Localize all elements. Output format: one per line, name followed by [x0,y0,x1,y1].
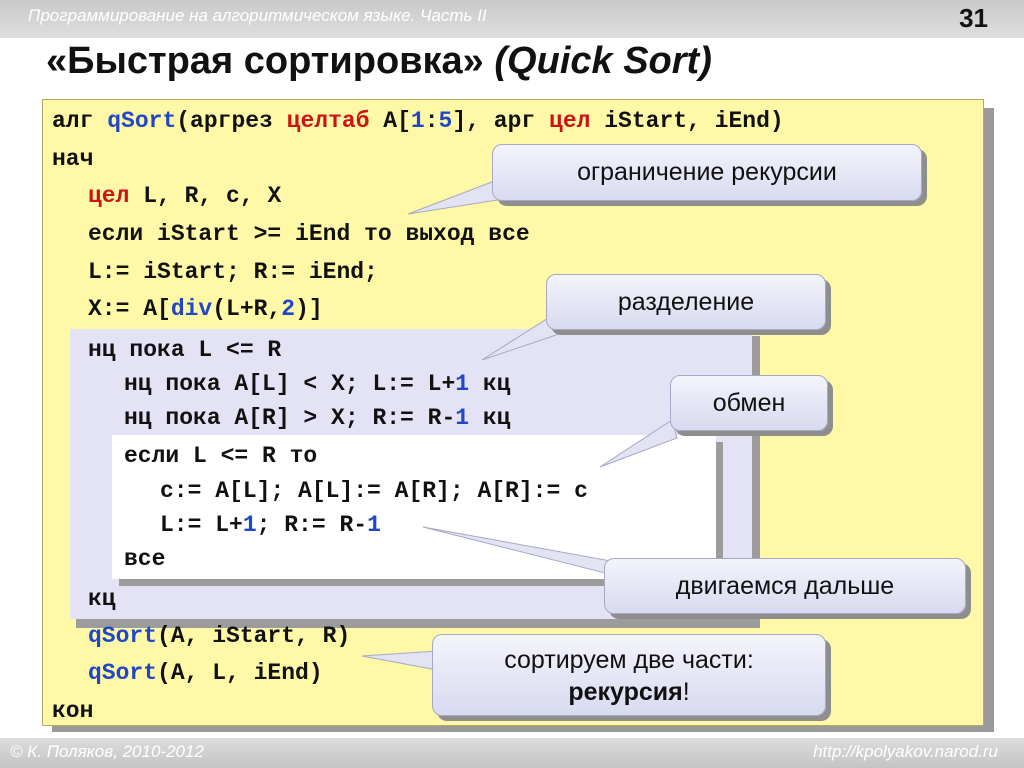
footer-site: http://kpolyakov.narod.ru [813,742,998,761]
slide-title: «Быстрая сортировка» (Quick Sort) [46,40,712,83]
code-line-1: алг qSort(аргрез целтаб A[1:5], арг цел … [52,108,784,134]
code-line-6: X:= A[div(L+R,2)] [88,296,323,322]
page-number: 31 [959,3,988,33]
code-line-10: если L <= R то [124,443,318,469]
callout-swap: обмен [670,375,828,431]
footer-bar [0,738,1024,768]
code-line-17: кон [52,698,94,724]
footer-author: © К. Поляков, 2010-2012 [10,742,204,761]
code-line-2: нач [52,146,94,172]
header-bar [0,0,1024,38]
code-line-11: c:= A[L]; A[L]:= A[R]; A[R]:= c [160,478,588,504]
code-line-7: нц пока L <= R [88,337,282,363]
code-line-4: если iStart >= iEnd то выход все [88,221,530,247]
code-line-3: цел L, R, c, X [88,183,282,209]
callout-recursion-word: рекурсия [568,678,683,706]
code-line-12: L:= L+1; R:= R-1 [160,512,381,538]
callout-sort-parts: сортируем две части: рекурсия! [432,634,826,716]
function-name: qSort [107,108,177,134]
callout-move-on: двигаемся дальше [604,558,966,614]
callout-sort-parts-line2: рекурсия! [568,678,690,706]
code-line-14: кц [88,586,116,612]
code-line-9: нц пока A[R] > X; R:= R-1 кц [124,405,511,431]
code-line-8: нц пока A[L] < X; L:= L+1 кц [124,371,511,397]
callout-recursion-limit: ограничение рекурсии [492,144,922,201]
course-title: Программирование на алгоритмическом язык… [28,6,487,25]
code-line-16: qSort(A, L, iEnd) [88,660,323,686]
code-line-13: все [124,546,166,572]
slide-title-main: «Быстрая сортировка» [46,40,484,82]
slide-title-sub: (Quick Sort) [494,40,712,82]
callout-sort-parts-line1: сортируем две части: [504,646,754,674]
code-line-5: L:= iStart; R:= iEnd; [88,259,378,285]
code-line-15: qSort(A, iStart, R) [88,623,351,649]
callout-partition: разделение [546,274,826,330]
